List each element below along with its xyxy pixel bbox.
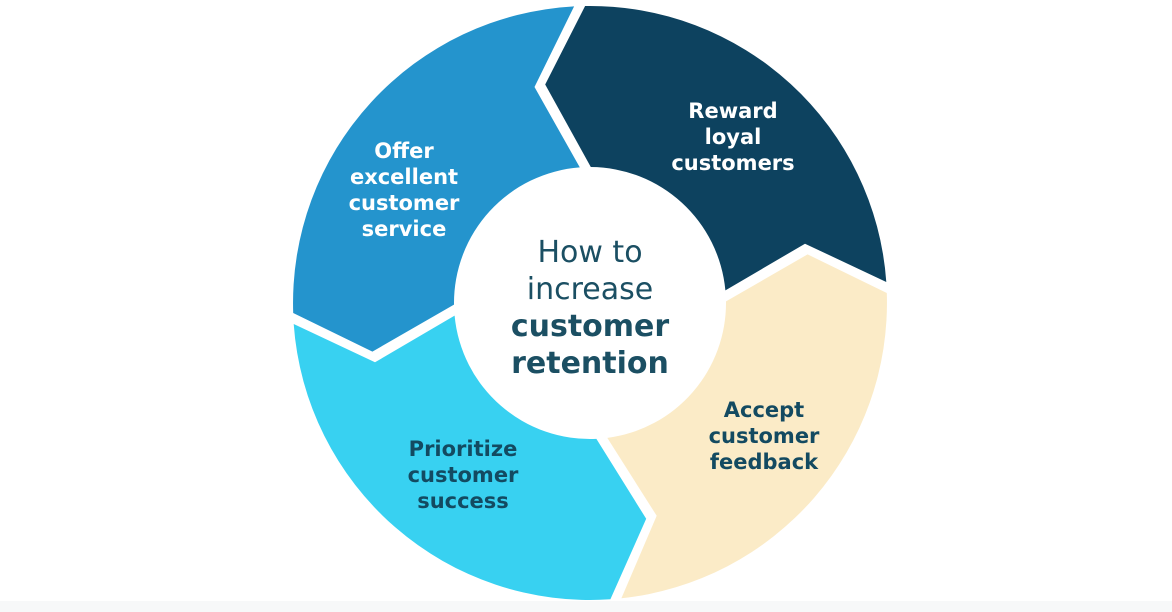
label-line: customer — [348, 191, 460, 215]
segment-reward-loyal-customers-shape — [545, 5, 887, 291]
label-line: Offer — [374, 139, 434, 163]
label-line: service — [361, 217, 447, 241]
label-line: loyal — [704, 125, 762, 149]
title-line: How to — [537, 235, 643, 270]
title-line: retention — [511, 346, 669, 381]
segment-offer-excellent-customer-service-shape — [293, 6, 580, 352]
segment-label-prioritize-customer-success: Prioritize customer success — [408, 436, 519, 514]
segment-accept-customer-feedback-shape — [607, 254, 887, 599]
label-line: Reward — [688, 99, 778, 123]
segment-label-accept-customer-feedback: Accept customer feedback — [709, 397, 820, 475]
label-line: feedback — [709, 450, 819, 474]
label-line: Accept — [723, 398, 805, 422]
label-line: excellent — [349, 165, 459, 189]
label-line: Prioritize — [408, 437, 518, 461]
label-line: customer — [407, 463, 519, 487]
bottom-strip — [0, 601, 1172, 612]
label-line: customer — [708, 424, 820, 448]
title-line: increase — [526, 272, 654, 307]
label-line: success — [417, 489, 509, 513]
label-line: customers — [671, 151, 795, 175]
segment-label-reward-loyal-customers: Reward loyal customers — [671, 98, 794, 176]
segment-label-offer-excellent-customer-service: Offer excellent customer service — [349, 138, 460, 242]
diagram-title: How to increase customer retention — [511, 234, 669, 382]
segment-prioritize-customer-success-shape — [293, 315, 647, 601]
title-line: customer — [510, 309, 670, 344]
